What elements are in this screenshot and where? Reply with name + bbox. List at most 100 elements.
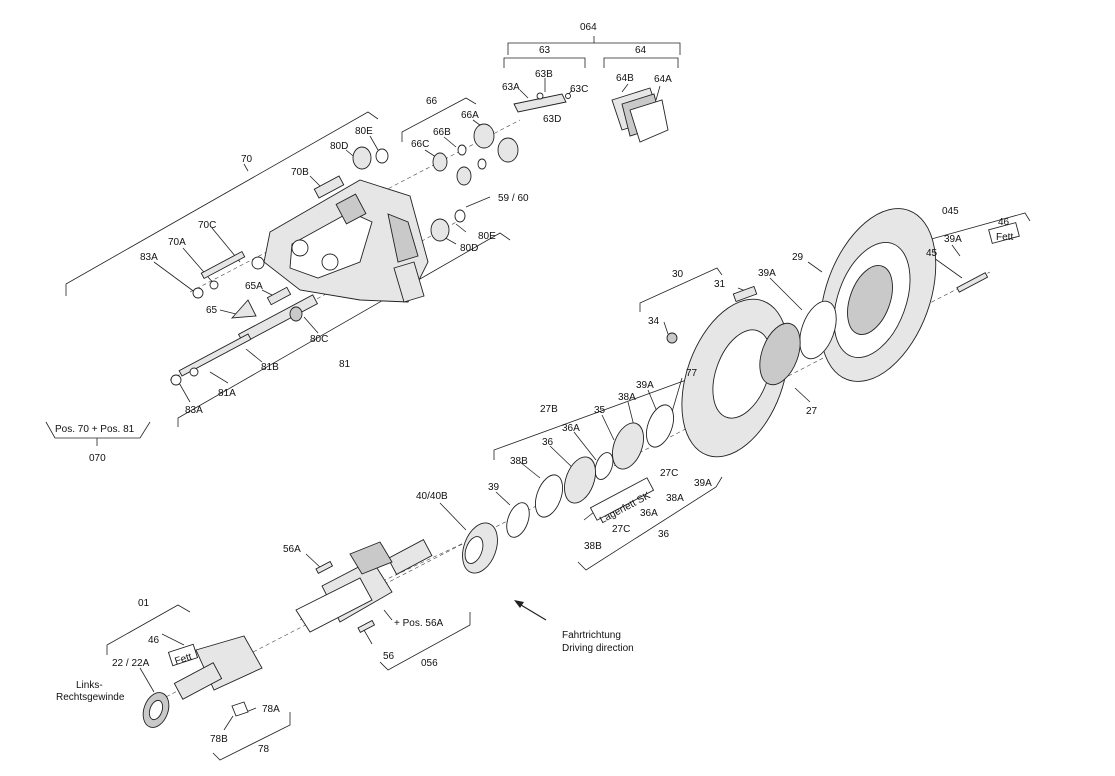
group-labels: 064 63 64 63B 63A 63C 63D 64B 64A 66 66A… (55, 22, 1013, 755)
label-70B: 70B (291, 167, 309, 178)
pad-retainer-clip (513, 92, 571, 113)
label-38A-list: 38A (666, 493, 684, 504)
bracket-056 (379, 612, 471, 671)
label-driving-direction: Driving direction (562, 643, 634, 654)
label-59-60: 59 / 60 (498, 193, 529, 204)
label-35: 35 (594, 405, 606, 416)
label-27C-a: 27C (660, 468, 678, 479)
label-78: 78 (258, 744, 270, 755)
label-63A: 63A (502, 82, 520, 93)
label-27B: 27B (540, 404, 558, 415)
label-63D: 63D (543, 114, 561, 125)
bracket-66 (401, 97, 477, 142)
label-36A: 36A (562, 423, 580, 434)
label-01: 01 (138, 598, 150, 609)
bracket-01 (106, 604, 191, 655)
direction-arrow-icon (514, 600, 547, 621)
label-46-left: 46 (148, 635, 160, 646)
label-70: 70 (241, 154, 253, 165)
label-83A-top: 83A (140, 252, 158, 263)
label-36A-list: 36A (640, 508, 658, 519)
bracket-81 (177, 232, 511, 427)
label-81: 81 (339, 359, 351, 370)
spindle (142, 635, 263, 728)
label-64A: 64A (654, 74, 672, 85)
wheel-nut (666, 332, 678, 344)
label-39: 39 (488, 482, 500, 493)
label-65A: 65A (245, 281, 263, 292)
label-38B-list: 38B (584, 541, 602, 552)
label-pos-70-81: Pos. 70 + Pos. 81 (55, 424, 135, 435)
lagerfett-box (589, 477, 655, 521)
brake-disc (819, 208, 937, 382)
label-39A-ring: 39A (636, 380, 654, 391)
label-31: 31 (714, 279, 726, 290)
label-056: 056 (421, 658, 438, 669)
label-66A: 66A (461, 110, 479, 121)
label-66B: 66B (433, 127, 451, 138)
label-63: 63 (539, 45, 551, 56)
label-fett-right: Fett (996, 232, 1013, 243)
label-064: 064 (580, 22, 597, 33)
label-22-22A: 22 / 22A (112, 658, 150, 669)
label-78A: 78A (262, 704, 280, 715)
label-29: 29 (792, 252, 804, 263)
bracket-70-tick (243, 163, 249, 172)
hub-cap (462, 522, 498, 574)
label-27C-b: 27C (612, 524, 630, 535)
label-38A: 38A (618, 392, 636, 403)
fett-box-left (167, 643, 199, 667)
label-pos-56A: + Pos. 56A (394, 618, 444, 629)
bracket-64 (603, 57, 679, 68)
label-64B: 64B (616, 73, 634, 84)
label-39A-mid: 39A (758, 268, 776, 279)
wheel-hub (681, 298, 801, 458)
fett-box-right (988, 222, 1020, 244)
label-81B: 81B (261, 362, 279, 373)
label-fett-left: Fett (174, 652, 194, 668)
label-80E-top: 80E (355, 126, 373, 137)
brake-pads (611, 87, 669, 143)
label-80D-bottom: 80D (460, 243, 478, 254)
label-30: 30 (672, 269, 684, 280)
label-27: 27 (806, 406, 818, 417)
caliper-housing (263, 179, 429, 303)
label-36-list: 36 (658, 529, 670, 540)
seal-ring-39A (799, 300, 837, 360)
label-66C: 66C (411, 139, 429, 150)
label-46-right: 46 (998, 217, 1010, 228)
group-center-axes (159, 119, 991, 701)
label-83A-bottom: 83A (185, 405, 203, 416)
label-78B: 78B (210, 734, 228, 745)
label-45: 45 (926, 248, 938, 259)
label-63C: 63C (570, 84, 588, 95)
bearing-set (506, 404, 675, 538)
bracket-064 (507, 42, 681, 55)
label-36: 36 (542, 437, 554, 448)
bracket-78 (212, 712, 291, 761)
label-39A-list: 39A (694, 478, 712, 489)
label-045: 045 (942, 206, 959, 217)
label-56A: 56A (283, 544, 301, 555)
bracket-70 (65, 111, 379, 296)
axle-stub (295, 539, 433, 634)
label-64: 64 (635, 45, 647, 56)
label-77: 77 (686, 368, 698, 379)
label-56: 56 (383, 651, 395, 662)
label-66: 66 (426, 96, 438, 107)
label-70C: 70C (198, 220, 216, 231)
caliper-small-parts (170, 123, 519, 386)
bracket-list (577, 476, 723, 571)
label-70A: 70A (168, 237, 186, 248)
label-81A: 81A (218, 388, 236, 399)
label-38B: 38B (510, 456, 528, 467)
label-65: 65 (206, 305, 218, 316)
label-fahrtrichtung: Fahrtrichtung (562, 630, 621, 641)
bracket-30 (639, 267, 723, 312)
bracket-27B (493, 374, 707, 460)
label-links: Links- (76, 680, 103, 691)
label-070: 070 (89, 453, 106, 464)
label-40-40B: 40/40B (416, 491, 448, 502)
bolt-45 (956, 272, 989, 293)
